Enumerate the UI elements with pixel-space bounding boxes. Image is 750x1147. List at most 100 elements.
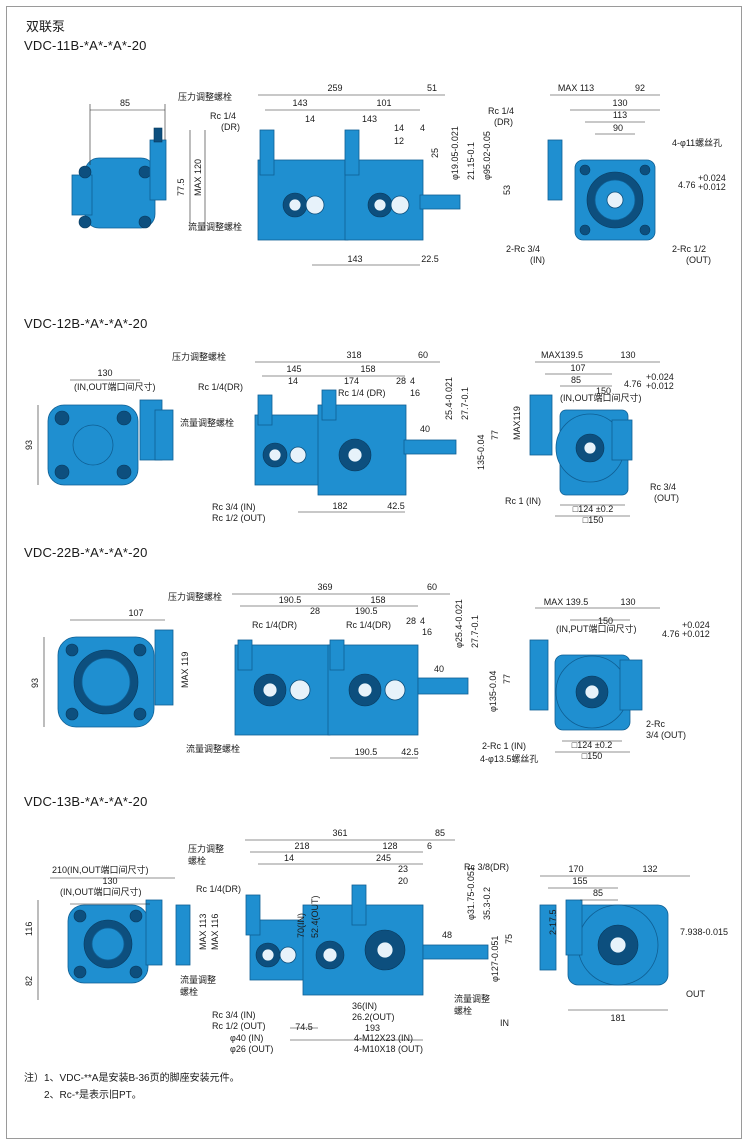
dim-label: □150 — [582, 751, 602, 761]
dim-label: 190.5 — [279, 595, 302, 605]
drawing-12b: 130 (IN,OUT端口间尺寸) 压力调整螺栓 93 流量调整螺栓 318 6… — [24, 350, 679, 525]
dim-label: 35.3-0.2 — [482, 887, 492, 920]
drawing-13b: 压力调整 螺栓 210(IN,OUT端口间尺寸) 130 (IN,OUT端口间尺… — [24, 828, 728, 1054]
flow-adjust-label: 流量调整螺栓 — [188, 221, 242, 232]
dim-label: 28 — [406, 616, 416, 626]
dim-label: 12 — [394, 136, 404, 146]
pump-end-view — [547, 94, 660, 241]
dim-label: 82 — [24, 976, 34, 986]
dim-label: 369 — [317, 582, 332, 592]
screw-hole-label: 4-φ13.5螺丝孔 — [480, 753, 538, 764]
dim-label: MAX 119 — [180, 652, 190, 688]
dim-label: 135-0.04 — [476, 434, 486, 470]
inlet-port-label: 2-Rc 1 (IN) — [482, 741, 526, 751]
pump-end-view — [539, 875, 690, 1011]
dim-label: 132 — [642, 864, 657, 874]
tolerance-label: +0.024 — [682, 620, 710, 630]
dim-label: 92 — [635, 83, 645, 93]
page-title: 双联泵 — [26, 19, 66, 34]
drain-port-label: Rc 1/4(DR) — [252, 620, 297, 630]
dim-label: 28 — [310, 606, 320, 616]
outlet-port-label: 3/4 (OUT) — [646, 730, 686, 740]
dim-label: 51 — [427, 83, 437, 93]
dim-label: MAX 113 — [198, 914, 208, 950]
dim-label: 85 — [120, 98, 130, 108]
dim-label: 14 — [284, 853, 294, 863]
pressure-adjust-label: 压力调整螺栓 — [178, 91, 232, 102]
dim-label: 130 — [102, 876, 117, 886]
notes-block: 注）1、VDC-**A是安装B-36页的脚座安装元件。 2、Rc-*是表示旧PT… — [24, 1070, 240, 1104]
pump-end-view — [529, 361, 660, 517]
dim-label: 130 — [620, 597, 635, 607]
screw-hole-label: 4-φ11螺丝孔 — [672, 137, 722, 148]
dim-label: 6 — [427, 841, 432, 851]
dim-label: MAX 120 — [193, 159, 203, 196]
inlet-port-label: 2-Rc 3/4 — [506, 244, 540, 254]
dim-label: MAX 139.5 — [544, 597, 589, 607]
pump-side-view — [37, 877, 191, 1000]
dim-label: 128 — [382, 841, 397, 851]
dim-label: 52.4(OUT) — [310, 895, 320, 938]
dim-label: (IN,PUT端口间尺寸) — [556, 623, 637, 634]
tolerance-label: +0.024 — [698, 173, 726, 183]
dim-label: 25.4-0.021 — [444, 377, 454, 420]
dim-label: φ25.4-0.021 — [454, 599, 464, 648]
dim-label: 130 — [97, 368, 112, 378]
dim-label: 4.76 — [678, 180, 696, 190]
dim-label: 93 — [24, 440, 34, 450]
flow-adjust-label: 流量调整螺栓 — [186, 743, 240, 754]
pump-front-view — [245, 839, 489, 1041]
drain-port-label: Rc 1/4(DR) — [196, 884, 241, 894]
dim-label: 101 — [376, 98, 391, 108]
dim-label: 77 — [502, 674, 512, 684]
dim-label: 181 — [610, 1013, 625, 1023]
model-title-22b: VDC-22B-*A*-*A*-20 — [24, 545, 148, 560]
drain-port-label: Rc 1/4 — [488, 106, 514, 116]
dim-label: 190.5 — [355, 747, 378, 757]
dim-label: 93 — [30, 678, 40, 688]
dim-label: 28 — [396, 376, 406, 386]
pump-side-view — [37, 379, 174, 486]
dim-label: 150 — [598, 616, 613, 626]
dim-label: 27.7-0.1 — [470, 615, 480, 648]
dim-label: 14 — [288, 376, 298, 386]
dim-label: 40 — [434, 664, 444, 674]
dim-label: 7.938-0.015 — [680, 927, 728, 937]
dim-label: 170 — [568, 864, 583, 874]
dim-label: 107 — [128, 608, 143, 618]
dim-label: 210(IN,OUT端口间尺寸) — [52, 864, 149, 875]
drain-port-label: (DR) — [494, 117, 513, 127]
tolerance-label: +0.012 — [682, 629, 710, 639]
pump-front-view — [232, 593, 469, 759]
model-title-12b: VDC-12B-*A*-*A*-20 — [24, 316, 148, 331]
dim-label: 4 — [420, 616, 425, 626]
dim-label: (IN,OUT端口间尺寸) — [74, 381, 156, 392]
dim-label: φ127-0.051 — [490, 936, 500, 982]
dim-label: φ95.02-0.05 — [482, 131, 492, 180]
outlet-port-label: Rc 3/4 — [650, 482, 676, 492]
drain-port-label: (DR) — [221, 122, 240, 132]
dim-label: 107 — [570, 363, 585, 373]
dim-label: 4 — [410, 376, 415, 386]
dim-label: 48 — [442, 930, 452, 940]
drain-port-label: Rc 3/8(DR) — [464, 862, 509, 872]
dim-label: 85 — [593, 888, 603, 898]
dim-label: 190.5 — [355, 606, 378, 616]
pump-front-view — [254, 361, 457, 513]
flow-adjust-label: 流量调整螺栓 — [180, 417, 234, 428]
dim-label: 318 — [346, 350, 361, 360]
dim-label: 150 — [596, 386, 611, 396]
dim-label: MAX 116 — [210, 914, 220, 950]
dim-label: 14 — [394, 123, 404, 133]
dim-label: 22.5 — [421, 254, 439, 264]
pump-side-view — [43, 619, 174, 728]
outlet-port-label: Rc 1/2 (OUT) — [212, 513, 266, 523]
pump-front-view — [257, 94, 461, 266]
dim-label: 4 — [420, 123, 425, 133]
dim-label: 361 — [332, 828, 347, 838]
dim-label: 60 — [427, 582, 437, 592]
pressure-adjust-label: 压力调整螺栓 — [172, 351, 226, 362]
inlet-port-label: (IN) — [530, 255, 545, 265]
dim-label: 60 — [418, 350, 428, 360]
dim-label: 193 — [365, 1023, 380, 1033]
